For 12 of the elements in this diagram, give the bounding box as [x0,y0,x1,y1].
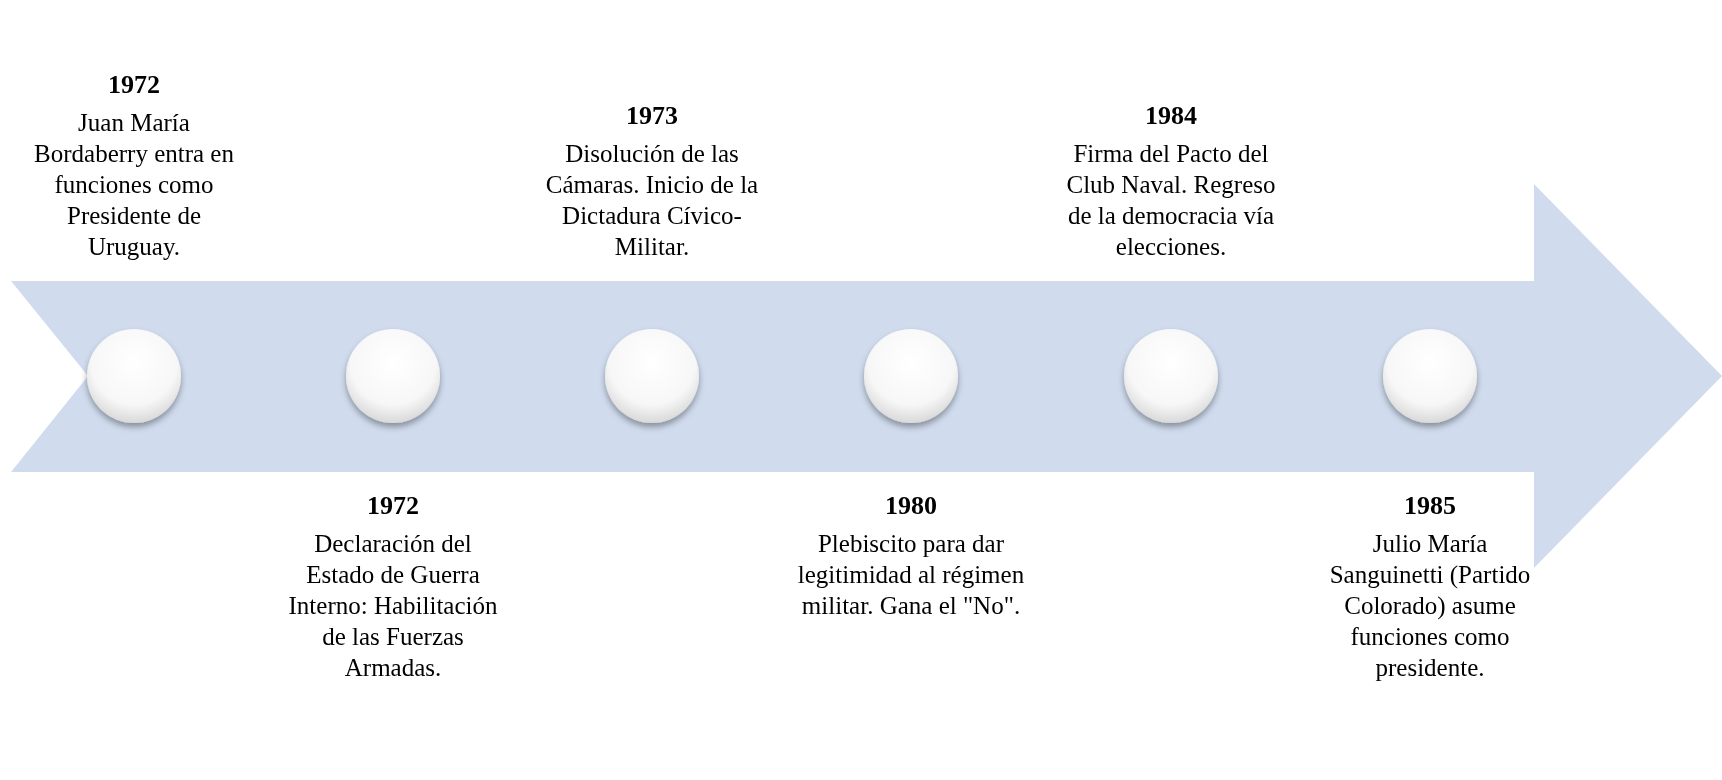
year-label: 1985 [1403,490,1457,522]
event-description: Plebiscito para dar legitimidad al régimen militar. Gana el "No". [796,529,1026,621]
event-description: Julio María Sanguinetti (Partido Colorado) asume funciones como presidente. [1328,529,1532,683]
year-label: 1984 [1144,100,1198,132]
event-description: Juan María Bordaberry entra en funciones como Presidente de Uruguay. [33,108,235,262]
year-label: 1972 [107,69,161,101]
year-label: 1980 [884,490,938,522]
event-description: Disolución de las Cámaras. Inicio de la Dictadura Cívico-Militar. [544,139,760,262]
event-description: Firma del Pacto del Club Naval. Regreso de la democracia vía elecciones. [1065,139,1277,262]
year-label: 1972 [366,490,420,522]
year-label: 1973 [625,100,679,132]
event-description: Declaración del Estado de Guerra Interno: Habilitación de las Fuerzas Armadas. [287,529,499,683]
